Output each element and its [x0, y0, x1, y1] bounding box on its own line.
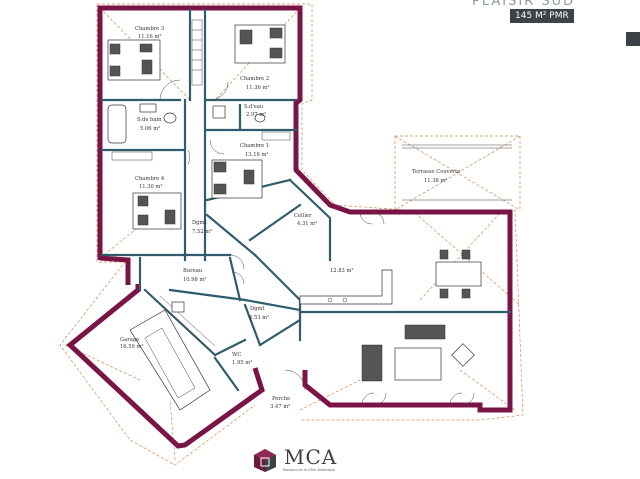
car — [129, 309, 211, 411]
kitchen — [299, 269, 393, 305]
bed-chambre2 — [234, 24, 286, 64]
area-chambre1: 13.19 m² — [245, 152, 269, 158]
area-dgt1: 7.52 m² — [192, 229, 212, 235]
area-sejour: 12.83 m² — [330, 268, 354, 274]
label-wc: WC — [232, 352, 241, 358]
bed-chambre3 — [107, 39, 161, 81]
corner-mark — [626, 32, 640, 46]
room-labels: Chambre 3 11.16 m² Chambre 2 11.36 m² S.… — [120, 26, 460, 410]
label-chambre1: Chambre 1 — [240, 143, 269, 149]
logo-subtitle: Maisons de la Côte Atlantique — [283, 468, 336, 472]
area-bureau: 10.98 m² — [183, 277, 207, 283]
label-dgt1: Dgmt — [192, 220, 207, 226]
area-terrasse: 11.38 m² — [424, 178, 448, 184]
label-sdeau: S.d'eau — [244, 104, 264, 110]
doors — [159, 79, 475, 406]
area-sdeau: 2.97 m² — [246, 112, 266, 118]
garage-storage — [154, 295, 216, 351]
mca-logo: MCA — [252, 447, 337, 473]
bath-fixtures — [107, 103, 266, 144]
exterior-walls — [66, 5, 513, 449]
mca-cube-icon — [254, 449, 276, 472]
dining-table — [435, 249, 482, 299]
label-chambre4: Chambre 4 — [135, 176, 165, 182]
bed-chambre1 — [211, 159, 263, 199]
area-chambre2: 11.36 m² — [246, 85, 270, 91]
label-dgt2: Dgmt — [250, 306, 265, 312]
logo-text: MCA — [284, 445, 338, 469]
bed-chambre4 — [132, 192, 182, 230]
area-sdebain: 5.06 m² — [140, 126, 160, 132]
area-chambre3: 11.16 m² — [138, 34, 162, 40]
area-cellier: 4.31 m² — [297, 221, 317, 227]
label-porche: Porche — [272, 396, 290, 402]
label-sdebain: S.de bain — [137, 117, 162, 123]
terrace-rails — [402, 144, 512, 201]
label-bureau: Bureau — [183, 268, 203, 274]
wardrobes — [111, 19, 291, 161]
label-terrasse: Terrasse Couverte — [412, 169, 460, 175]
area-badge: 145 M² PMR — [510, 9, 574, 23]
area-wc: 1.95 m² — [232, 360, 252, 366]
label-chambre2: Chambre 2 — [240, 76, 269, 82]
label-garage: Garage — [120, 337, 139, 343]
living-furniture — [361, 324, 475, 382]
area-dgt2: 6.53 m² — [249, 315, 269, 321]
area-chambre4: 11.30 m² — [139, 184, 163, 190]
label-cellier: Cellier — [294, 213, 312, 219]
label-chambre3: Chambre 3 — [135, 26, 164, 32]
area-porche: 3.47 m² — [270, 404, 290, 410]
plan-title: PLAISIR SUD — [472, 0, 576, 9]
area-garage: 16.59 m² — [120, 344, 144, 350]
